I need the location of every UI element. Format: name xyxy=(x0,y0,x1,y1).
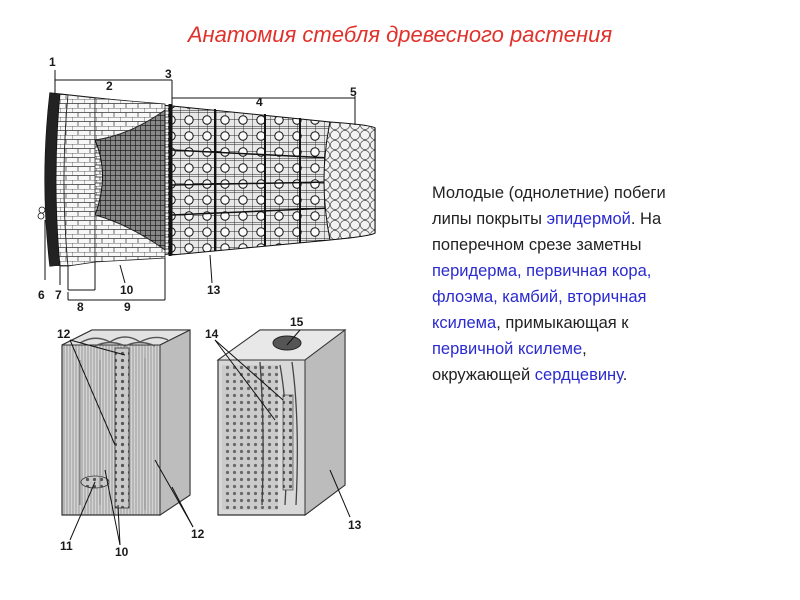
term-phloem-cambium: флоэма, камбий, вторичная xyxy=(432,288,647,306)
page-title: Анатомия стебля древесного растения xyxy=(187,22,613,47)
description-line-1: Молодые (однолетние) побеги xyxy=(432,184,666,202)
description-text: , примыкающая к xyxy=(496,314,629,332)
label-4-secondary-xylem: 4 xyxy=(256,95,263,109)
term-periderm-cortex: перидерма, первичная кора, xyxy=(432,262,652,280)
secondary-xylem xyxy=(171,105,331,256)
label-10-left-block: 10 xyxy=(115,545,129,559)
label-11-left-block: 11 xyxy=(60,539,73,553)
pith xyxy=(323,121,376,241)
label-13-right-block: 13 xyxy=(348,518,362,532)
primary-cortex xyxy=(63,94,96,267)
label-1-epidermis: 1 xyxy=(49,55,56,69)
wood-block-right xyxy=(216,329,347,516)
label-15-right-block: 15 xyxy=(290,315,304,329)
label-10-phloem: 10 xyxy=(120,283,134,297)
label-5-pith: 5 xyxy=(350,85,357,99)
wood-block-left-leaders xyxy=(69,339,194,546)
description-line-2: липы покрыты эпидермой. На xyxy=(432,206,772,232)
vessel-pits-left xyxy=(114,347,130,509)
periderm-layer xyxy=(45,93,60,266)
label-14-right-block: 14 xyxy=(205,327,219,341)
cross-section-leaders xyxy=(44,70,356,301)
description-text: окружающей xyxy=(432,366,535,384)
term-pith: сердцевину xyxy=(534,366,623,384)
label-12-top-left-block: 12 xyxy=(57,327,71,341)
description-line-8: окружающей сердцевину. xyxy=(432,362,772,388)
description-text: . На xyxy=(630,210,662,228)
label-7: 7 xyxy=(55,288,62,302)
term-epidermis: эпидермой xyxy=(546,210,631,228)
term-xylem: ксилема xyxy=(432,314,497,332)
label-12-bottom-left-block: 12 xyxy=(191,527,205,541)
label-13-xylem: 13 xyxy=(207,283,221,297)
label-3-cambium: 3 xyxy=(165,67,172,81)
stem-cross-section xyxy=(37,92,376,267)
description-text: , xyxy=(582,340,587,358)
label-8: 8 xyxy=(77,300,84,314)
description-paragraph: Молодые (однолетние) побеги липы покрыты… xyxy=(432,180,772,388)
term-primary-xylem: первичной ксилеме xyxy=(432,340,583,358)
description-text: липы покрыты xyxy=(432,210,547,228)
label-9: 9 xyxy=(124,300,131,314)
label-2-primary-cortex: 2 xyxy=(106,79,113,93)
description-text: . xyxy=(622,366,628,384)
description-line-7: первичной ксилеме, xyxy=(432,336,772,362)
wood-block-left xyxy=(61,329,191,516)
wood-block-right-leaders xyxy=(214,329,351,518)
description-line-6: ксилема, примыкающая к xyxy=(432,310,772,336)
label-6: 6 xyxy=(38,288,45,302)
description-line-3: поперечном срезе заметны xyxy=(432,236,642,254)
